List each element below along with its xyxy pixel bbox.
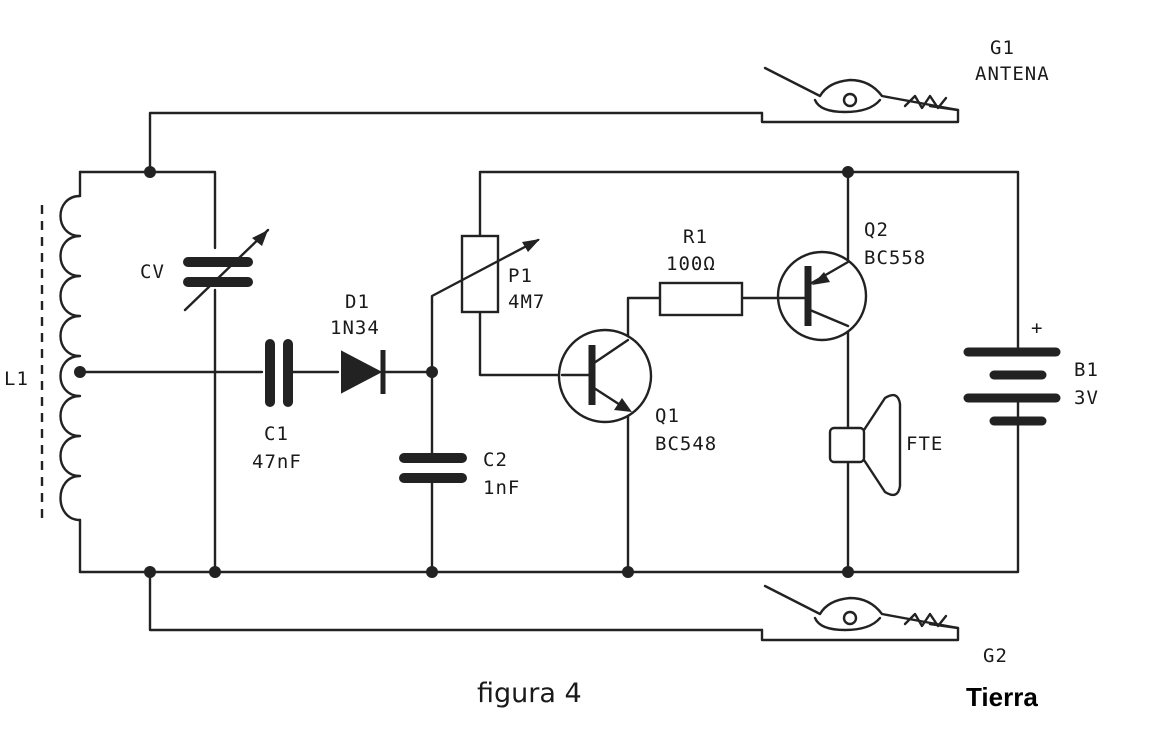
label-b1-id: B1 [1074, 359, 1099, 381]
label-c2-value: 1nF [483, 477, 520, 499]
diode-d1 [341, 350, 386, 394]
label-p1-id: P1 [508, 265, 533, 287]
coil-l1 [40, 194, 82, 525]
label-b1-value: 3V [1074, 387, 1099, 409]
label-g2-id: G2 [983, 645, 1008, 667]
label-q2-value: BC558 [864, 247, 926, 269]
label-q1-value: BC548 [655, 433, 717, 455]
label-p1-value: 4M7 [508, 291, 545, 313]
label-b1-plus: + [1031, 317, 1043, 339]
capacitor-c1 [265, 339, 293, 407]
transistor-q2 [776, 250, 868, 342]
label-r1-id: R1 [683, 226, 708, 248]
label-cv: CV [140, 261, 165, 283]
alligator-clip-g2 [760, 584, 960, 642]
label-c2-id: C2 [483, 449, 508, 471]
transistor-q1 [557, 328, 653, 424]
label-c1-value: 47nF [252, 451, 302, 473]
resistor-r1 [658, 281, 744, 317]
battery-b1 [963, 347, 1061, 426]
ground-caption: Tierra [966, 682, 1038, 712]
figure-caption: figura 4 [477, 678, 582, 709]
label-fte: FTE [906, 433, 943, 455]
label-c1-id: C1 [264, 423, 289, 445]
variable-capacitor-cv [183, 228, 270, 312]
label-q1-id: Q1 [655, 405, 680, 427]
wires [78, 111, 1020, 632]
speaker-fte [828, 393, 902, 497]
label-q2-id: Q2 [864, 219, 889, 241]
label-g1-id: G1 [990, 37, 1015, 59]
junction-dots [74, 166, 854, 578]
label-l1: L1 [4, 368, 29, 390]
alligator-clip-g1 [760, 66, 960, 124]
capacitor-c2 [399, 453, 467, 483]
potentiometer-p1 [430, 234, 540, 314]
component-labels: G1 ANTENA G2 L1 CV C1 47nF D1 1N34 C2 1n… [4, 37, 1099, 667]
label-g1-name: ANTENA [975, 63, 1050, 85]
label-d1-id: D1 [345, 291, 370, 313]
label-d1-value: 1N34 [330, 317, 380, 339]
label-r1-value: 100Ω [666, 253, 716, 275]
